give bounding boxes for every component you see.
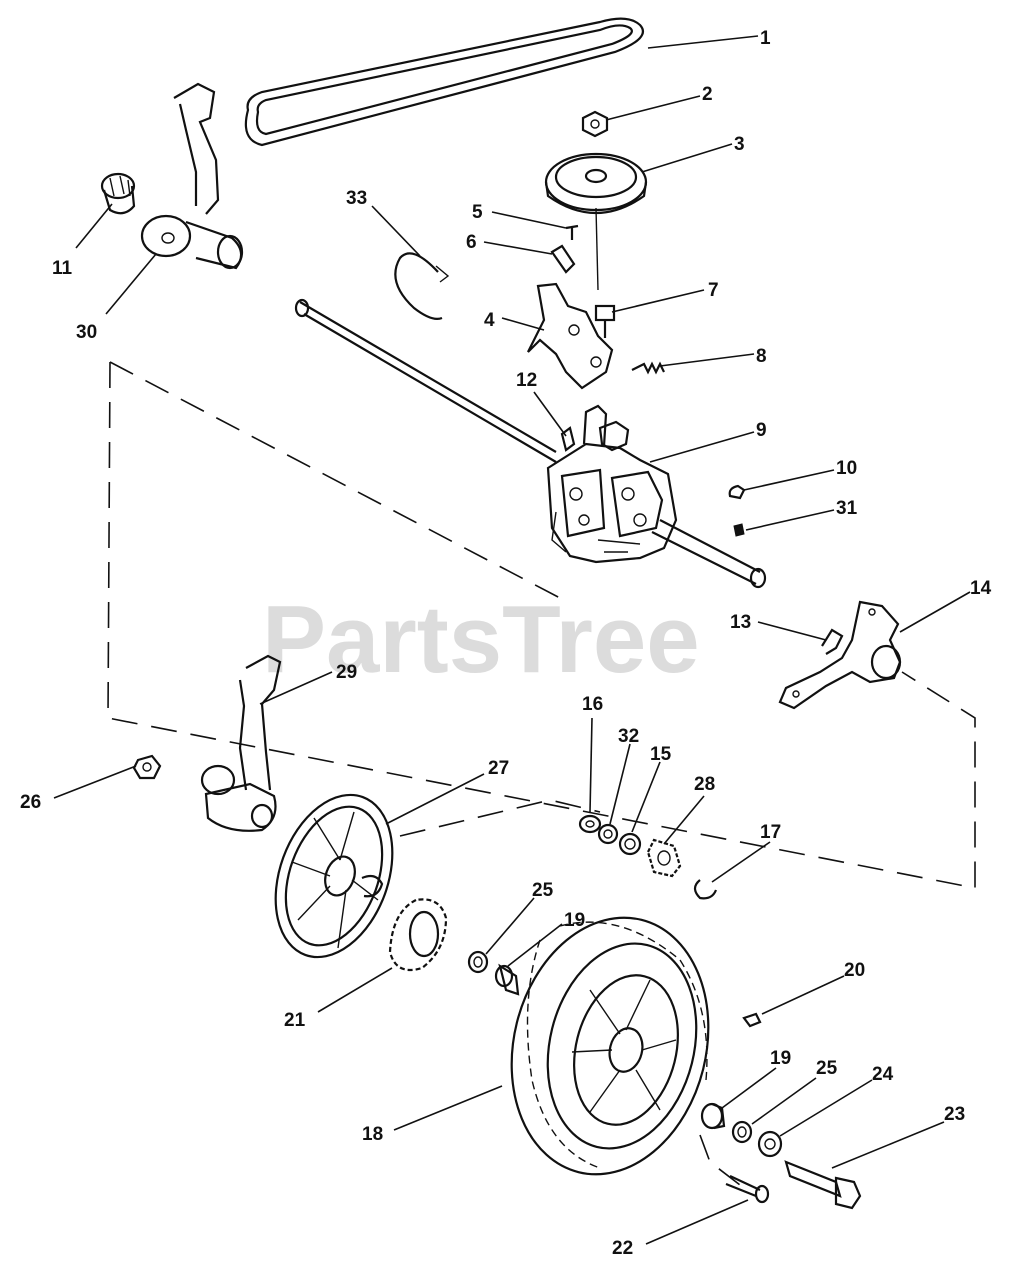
retainer-clip xyxy=(550,244,576,274)
spring-clip xyxy=(821,628,844,655)
bushing-19-inner xyxy=(494,963,520,996)
drive-gear-wheel xyxy=(274,793,394,959)
assembly-dash-lines xyxy=(107,361,976,1186)
callout-3: 3 xyxy=(734,134,745,155)
bearing-25-outer xyxy=(731,1120,753,1144)
hose-clamp xyxy=(394,252,450,320)
callout-19-outer: 19 xyxy=(770,1048,791,1069)
wheel-tire xyxy=(510,916,710,1176)
bushing-19-outer xyxy=(700,1102,726,1130)
callout-23: 23 xyxy=(944,1104,965,1125)
callout-31: 31 xyxy=(836,498,858,519)
pulley xyxy=(544,152,648,291)
callout-12: 12 xyxy=(516,370,537,391)
callout-11: 11 xyxy=(52,258,73,279)
spring xyxy=(631,361,665,375)
callout-29: 29 xyxy=(336,662,357,683)
pawl-bracket xyxy=(778,600,902,710)
callout-24: 24 xyxy=(872,1064,894,1085)
wheel-screw xyxy=(725,1175,770,1204)
callout-13: 13 xyxy=(730,612,751,633)
shift-bracket xyxy=(527,282,614,390)
key-pin xyxy=(560,426,576,452)
callout-4: 4 xyxy=(484,310,495,331)
callout-25-outer: 25 xyxy=(816,1058,838,1079)
callout-6: 6 xyxy=(466,232,477,253)
callout-33: 33 xyxy=(346,188,367,209)
rear-height-adjuster xyxy=(200,654,282,832)
bolt xyxy=(594,304,616,338)
callout-25-inner: 25 xyxy=(532,880,554,901)
watermark: PartsTree xyxy=(262,586,700,693)
callout-2: 2 xyxy=(702,84,713,105)
axle-shaft xyxy=(294,298,767,589)
shoulder-bolt xyxy=(784,1160,862,1210)
callout-16: 16 xyxy=(582,694,603,715)
callout-22: 22 xyxy=(612,1238,633,1259)
woodruff-key xyxy=(728,484,746,500)
small-screw xyxy=(565,224,579,240)
callout-8: 8 xyxy=(756,346,767,367)
callout-17: 17 xyxy=(760,822,781,843)
callout-21: 21 xyxy=(284,1010,306,1031)
leader-lines xyxy=(53,35,971,1245)
spacer-32 xyxy=(597,823,619,845)
transmission xyxy=(546,404,678,564)
callout-labels: 1 2 3 5 33 6 7 11 4 30 8 12 9 10 31 14 1… xyxy=(20,28,992,1259)
callout-26: 26 xyxy=(20,792,41,813)
callout-30: 30 xyxy=(76,322,97,343)
height-adjuster-arm xyxy=(140,82,244,270)
callout-18: 18 xyxy=(362,1124,383,1145)
pinion-28 xyxy=(646,838,682,878)
washer-24 xyxy=(757,1130,783,1158)
washer-15 xyxy=(618,832,642,856)
lock-nut xyxy=(132,754,162,780)
retaining-ring-17 xyxy=(693,879,718,900)
callout-14: 14 xyxy=(970,578,992,599)
roll-pin xyxy=(733,523,745,537)
callout-7: 7 xyxy=(708,280,719,301)
washer-16 xyxy=(578,814,602,834)
callout-32: 32 xyxy=(618,726,639,747)
grease-fitting xyxy=(742,1012,762,1028)
callout-1: 1 xyxy=(760,28,771,49)
callout-9: 9 xyxy=(756,420,767,441)
bearing-25-inner xyxy=(467,950,489,974)
callout-15: 15 xyxy=(650,744,672,765)
callout-27: 27 xyxy=(488,758,509,779)
sprocket xyxy=(388,898,448,972)
callout-5: 5 xyxy=(472,202,483,223)
v-belt xyxy=(244,17,645,147)
callout-19-inner: 19 xyxy=(564,910,585,931)
bushing xyxy=(100,172,136,215)
callout-28: 28 xyxy=(694,774,715,795)
callout-10: 10 xyxy=(836,458,857,479)
nut xyxy=(581,110,609,138)
callout-20: 20 xyxy=(844,960,865,981)
